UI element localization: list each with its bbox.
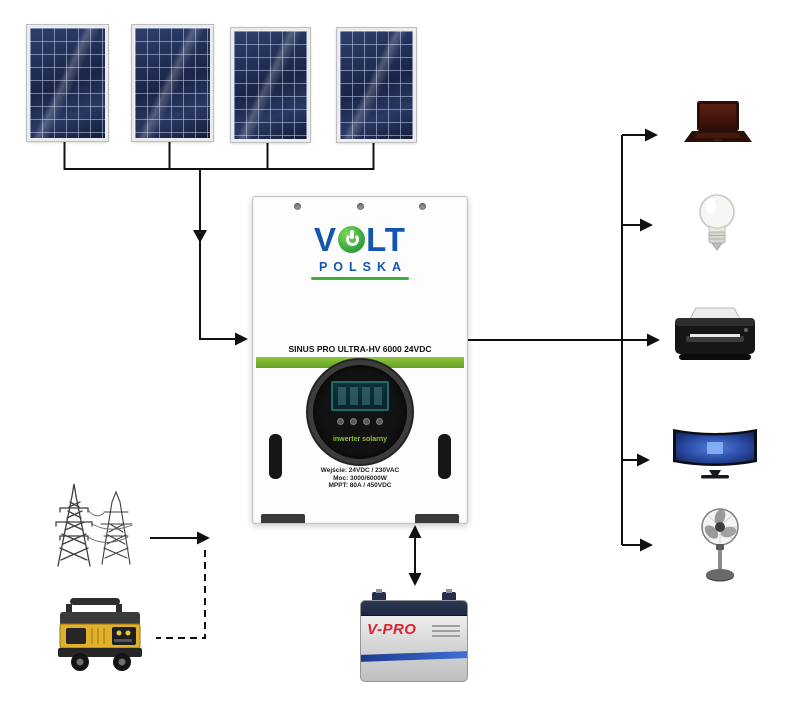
foot-bracket [261, 514, 305, 523]
solar-panel-icon [26, 24, 109, 142]
printer-icon [675, 307, 755, 360]
logo-subtitle: POLSKA [318, 260, 408, 274]
vent-left [269, 434, 282, 479]
solar-panel-icon [230, 27, 311, 143]
spec-line: Wejście: 24VDC / 230VAC [320, 467, 400, 474]
mounting-holes [294, 203, 426, 210]
solar-panel-icon [336, 27, 417, 143]
display-buttons[interactable] [313, 418, 407, 425]
battery-smallprint [432, 625, 460, 639]
power-grid-icon [55, 483, 133, 567]
inverter-model-label: SINUS PRO ULTRA-HV 6000 24VDC [288, 344, 432, 354]
generator-icon [58, 598, 142, 671]
logo-text-v: V [314, 221, 338, 258]
tv-icon [673, 429, 757, 479]
spec-line: MPPT: 80A / 450VDC [328, 482, 392, 489]
solar-panel-icon [131, 24, 214, 142]
spec-lines: Wejście: 24VDC / 230VAC Moc: 3000/6000W … [253, 467, 467, 490]
logo-underline [311, 277, 409, 280]
battery-icon: V-PRO [360, 589, 468, 682]
inverter-display: inwerter solarny [308, 360, 412, 464]
lcd-screen [331, 381, 389, 411]
display-label: inwerter solarny [332, 436, 388, 443]
spec-line: Moc: 3000/6000W [333, 474, 387, 482]
battery-brand-label: V-PRO [367, 621, 417, 638]
battery-top-band [361, 601, 467, 616]
volt-logo: V LT [253, 223, 467, 256]
battery-body: V-PRO [360, 600, 468, 682]
light-bulb-icon [699, 194, 735, 251]
battery-label: V-PRO [361, 616, 467, 655]
battery-terminal [442, 589, 456, 602]
foot-bracket [415, 514, 459, 523]
vent-right [438, 434, 451, 479]
inverter: V LT POLSKA SINUS PRO ULTRA-HV 6000 24VDC… [252, 196, 468, 524]
battery-terminal [372, 589, 386, 602]
laptop-icon [684, 101, 752, 142]
logo-text-lt: LT [366, 221, 406, 258]
fan-icon [701, 508, 739, 582]
power-o-icon [338, 226, 366, 253]
